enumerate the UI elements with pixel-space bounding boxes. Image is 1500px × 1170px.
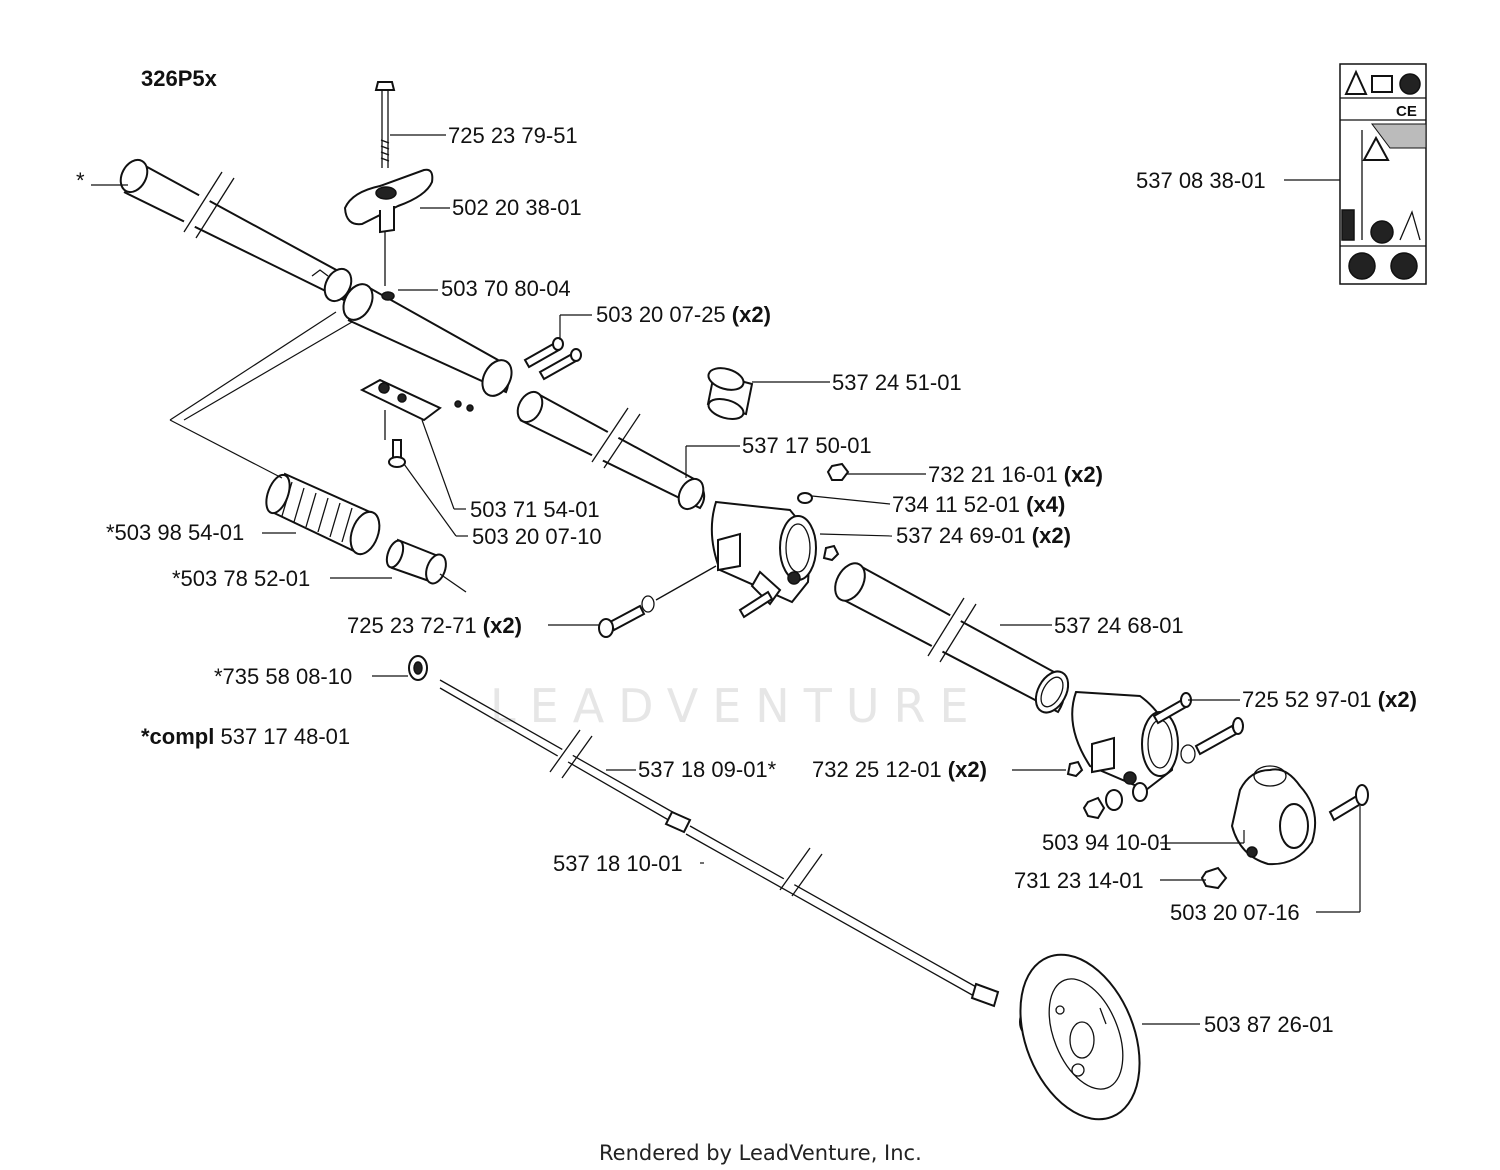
part-label-p8: 734 11 52-01 (x4) xyxy=(892,492,1065,517)
mid-tube xyxy=(516,390,706,511)
part-label-p25: 537 08 38-01 xyxy=(1136,168,1266,193)
part-label-p24: 503 87 26-01 xyxy=(1204,1012,1334,1037)
compl-label: *compl 537 17 48-01 xyxy=(141,724,350,749)
drive-shaft-upper xyxy=(439,679,692,834)
part-label-p13: *503 78 52-01 xyxy=(172,566,310,591)
part-label-p4: 503 20 07-25 (x2) xyxy=(596,302,771,327)
part-label-p22: 731 23 14-01 xyxy=(1014,868,1144,893)
part-label-p7: 732 21 16-01 (x2) xyxy=(928,462,1103,487)
screws-clamp xyxy=(523,337,582,381)
watermark: LEADVENTURE xyxy=(490,679,983,733)
drive-shaft-lower xyxy=(685,825,1000,1008)
part-label-p3: 503 70 80-04 xyxy=(441,276,571,301)
drawing: CE xyxy=(91,63,1427,1121)
bolts-coupler xyxy=(598,565,774,638)
part-label-p9: 537 24 69-01 (x2) xyxy=(896,523,1071,548)
part-label-p21: 537 18 10-01 xyxy=(553,851,683,876)
part-label-p1: 725 23 79-51 xyxy=(448,123,578,148)
clamp-tube xyxy=(342,232,513,440)
gloves-icon xyxy=(1348,252,1376,280)
part-label-p23: 503 20 07-16 xyxy=(1170,900,1300,925)
boots-icon xyxy=(1390,252,1418,280)
coupler-upper xyxy=(710,500,817,606)
part-label-p14: 725 23 72-71 (x2) xyxy=(347,613,522,638)
part-label-p20: 503 94 10-01 xyxy=(1042,830,1172,855)
manual-icon xyxy=(1371,75,1393,93)
part-label-p11: 503 20 07-10 xyxy=(472,524,602,549)
ring xyxy=(706,367,754,420)
lower-tube xyxy=(834,562,1070,714)
bolt-top xyxy=(374,81,396,168)
part-label-p19: 732 25 12-01 (x2) xyxy=(812,757,987,782)
helmet-icon xyxy=(1399,73,1421,95)
leader-lines xyxy=(91,134,1361,1025)
ce-mark: CE xyxy=(1396,103,1417,120)
person-icon xyxy=(1341,209,1355,241)
safety-decal: CE xyxy=(1339,63,1427,285)
warning-icon xyxy=(1344,69,1368,95)
part-label-p6: 537 17 50-01 xyxy=(742,433,872,458)
part-label-p10: 503 71 54-01 xyxy=(470,497,600,522)
washer-shaft xyxy=(408,655,428,681)
gear-housing xyxy=(1230,765,1316,866)
footer-credit: Rendered by LeadVenture, Inc. xyxy=(599,1141,922,1165)
part-label-p2: 502 20 38-01 xyxy=(452,195,582,220)
part-label-p16: *735 58 08-10 xyxy=(214,664,352,689)
model-title: 326P5x xyxy=(141,66,218,91)
upper-shaft-tube xyxy=(119,158,353,303)
bushing xyxy=(385,538,467,593)
screw-small xyxy=(388,439,406,468)
part-label-p17: 725 52 97-01 (x2) xyxy=(1242,687,1417,712)
filter xyxy=(265,472,381,556)
star-marker: * xyxy=(76,168,85,193)
worker-icon xyxy=(1399,210,1421,241)
coupler-lower xyxy=(1071,690,1179,792)
part-label-p18: 537 18 09-01* xyxy=(638,757,777,782)
part-label-p5: 537 24 51-01 xyxy=(832,370,962,395)
part-label-p15: 537 24 68-01 xyxy=(1054,613,1184,638)
part-label-p12: *503 98 54-01 xyxy=(106,520,244,545)
wing-knob xyxy=(343,168,434,234)
drum xyxy=(1019,953,1141,1121)
